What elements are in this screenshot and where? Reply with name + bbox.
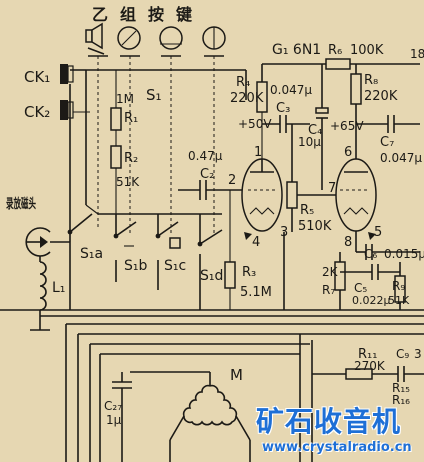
switch-s1c [155,214,181,249]
r7-value: 2K [322,265,339,279]
key-plungers [88,55,224,236]
stop-key-icon [159,26,183,50]
c27-value: 1μ [106,413,122,427]
s1d-label: S₁d [200,268,223,284]
capacitor-c2 [178,180,244,200]
c6-label: C₆ [364,247,377,261]
r3-label: R₃ [242,265,256,280]
tube-type-label: G₁ 6N1 [272,42,321,58]
switch-s1a [67,213,93,242]
r16-label: R₁₆ [392,393,410,407]
c2-value: 0.47μ [188,149,223,163]
pin-6: 6 [344,145,352,160]
record-key-icon [117,26,141,50]
jack-ck2-label: CK₂ [24,103,50,121]
capacitor-c6 [355,231,420,260]
c5-value: 0.022μ [352,294,391,307]
r4-value: 220K [230,91,264,106]
r9-label: R₉ [392,279,405,293]
keys-title: 乙组按键 [92,5,204,24]
r6-label: R₆ [328,43,342,58]
head-label: 录放磁头 [6,196,36,212]
c7-label: C₇ [380,135,394,150]
c9-label: C₉ [396,347,409,361]
switch-s1b [113,214,137,247]
r4-label: R₄ [236,75,250,90]
record-play-head-symbol [25,227,70,257]
pin-7: 7 [328,181,336,196]
c27-label: C₂₇ [104,399,122,413]
b-plus-2: +65V [330,119,364,133]
r8-label: R₈ [364,73,378,88]
r2-value: 51K [116,175,140,189]
r3-value: 5.1M [240,285,272,300]
r2-label: R₂ [124,151,138,166]
pin-5: 5 [374,225,382,240]
b-plus-1: +50V [238,117,272,131]
l1-label: L₁ [52,280,65,296]
capacitor-c27 [112,372,132,462]
watermark-title: 矿石收音机 [256,405,402,438]
resistor-r5 [286,124,340,232]
s1b-label: S₁b [124,258,147,274]
s1c-label: S₁c [164,258,186,274]
jack-ck1-symbol [60,64,86,84]
r1-label: R₁ [124,111,138,126]
pin-4: 4 [252,235,260,250]
c4-label: C₄ [308,123,322,138]
c3-label: C₃ [276,101,290,116]
resistor-r1 [110,70,122,146]
r11-label: R₁₁ [358,347,377,362]
s1a-label: S₁a [80,246,103,262]
speaker-icon [85,22,105,55]
capacitor-c3 [262,115,310,133]
c7-value: 0.047μ [380,151,422,165]
pin-1: 1 [254,145,262,160]
capacitor-c4 [315,64,329,190]
tube-right-half [335,158,377,232]
c5-label: C₅ [354,281,367,295]
edge-label: 18 [410,47,424,61]
resistor-r4 [256,81,268,159]
r6-value: 100K [350,43,384,58]
resistor-r7 [334,252,346,310]
capacitor-c5 [340,264,400,280]
r9-value: 51K [388,294,410,307]
watermark-url: www.crystalradio.cn [262,440,412,455]
capacitor-c7 [356,115,420,133]
switch-s1d [197,214,223,247]
pin-2: 2 [228,173,236,188]
tube-left-half [241,158,283,232]
switch-group-label: S₁ [146,86,162,104]
c4-value: 10μ [298,135,321,149]
play-key-icon [202,26,226,50]
resistor-r3 [224,190,236,310]
r15-label: R₁₅ [392,381,410,395]
capacitor-c9 [397,366,424,382]
resistor-r2 [110,145,122,214]
motor-symbol [130,371,251,462]
r7-label: R₇ [322,283,335,297]
r1-value: 1M [116,92,134,106]
c6-value: 0.015μ [384,247,424,261]
r8-value: 220K [364,89,398,104]
r5-label: R₅ [300,203,314,218]
r11-value: 270K [354,359,386,373]
c9-value: 3 [414,347,422,361]
resistor-r6 [325,58,420,70]
resistor-r8 [350,64,362,159]
resistor-r11 [312,368,398,380]
c3-value: 0.047μ [270,83,312,97]
jack-ck1-label: CK₁ [24,68,50,86]
pin-8: 8 [344,235,352,250]
inductor-l1 [30,256,50,331]
motor-label: M [230,366,243,384]
resistor-r9 [394,262,406,310]
r5-value: 510K [298,219,332,234]
c2-label: C₂ [200,167,214,182]
